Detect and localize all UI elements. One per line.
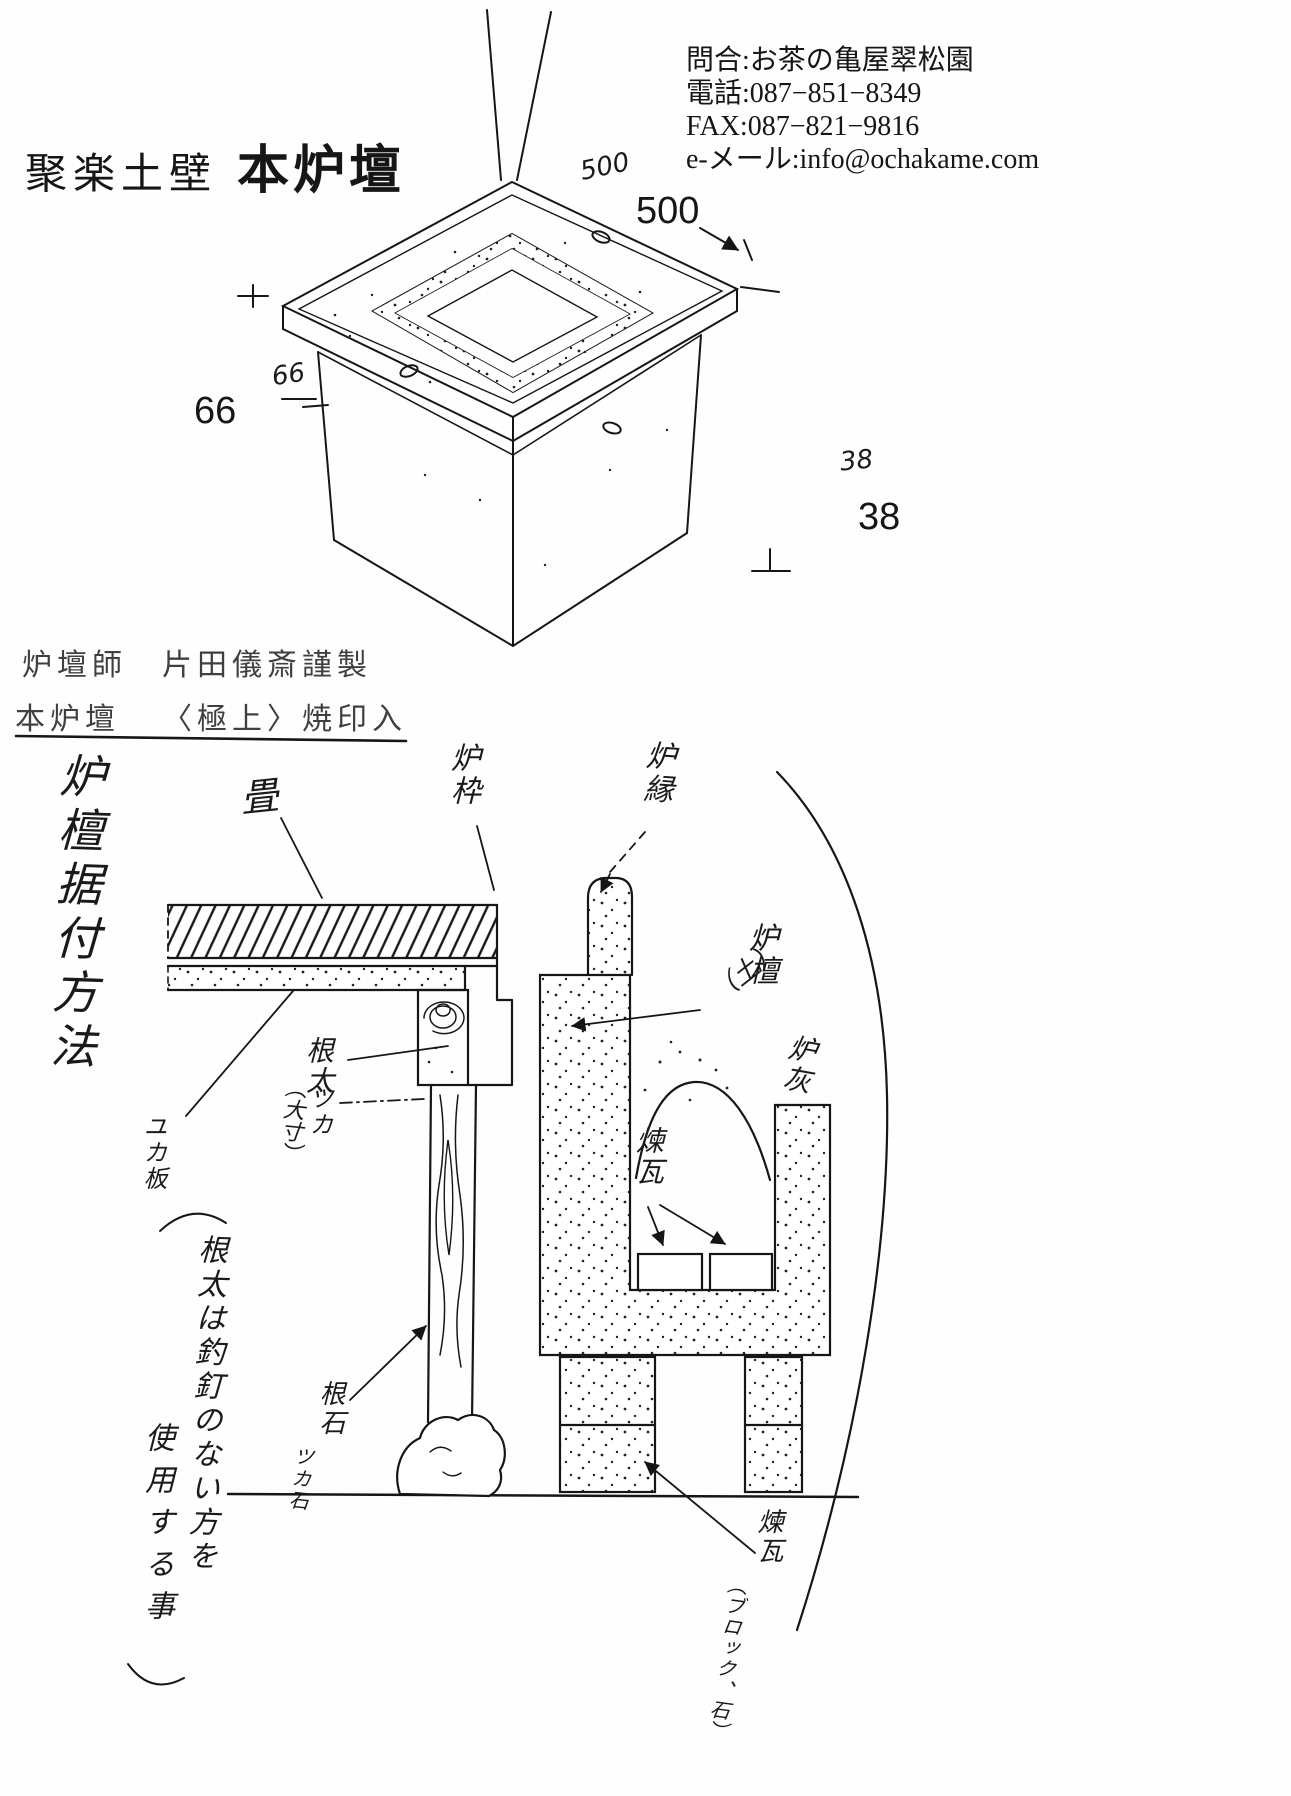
contact-fax: FAX:087−821−9816 (686, 111, 920, 142)
dim-lip-handwritten: 38 (838, 444, 875, 478)
label-ro-dan: 炉檀 (743, 922, 778, 988)
item-note: 〈極上〉焼印入 (162, 703, 407, 736)
contact-block: 問合:お茶の亀屋翠松園 電話:087−851−8349 FAX:087−821−… (686, 44, 1039, 176)
maker-label: 炉壇師 (22, 649, 127, 682)
title-prefix: 聚楽土壁 (25, 152, 218, 198)
label-renga-pit: 煉瓦 (632, 1126, 665, 1188)
dim-rim: 66 (194, 390, 237, 432)
label-tatami: 畳 (238, 773, 281, 821)
label-ro-waku: 炉枠 (445, 742, 480, 808)
isometric-box-drawing (237, 9, 791, 648)
title-main: 本炉壇 (237, 142, 406, 200)
label-neda: 根太 (302, 1036, 335, 1096)
page-title: 聚楽土壁 本炉壇 (25, 128, 405, 203)
dim-top-width: 500 (636, 190, 700, 232)
dim-lip: 38 (858, 496, 901, 538)
label-tsuka: ツカ (305, 1086, 333, 1138)
contact-email: e-メール:info@ochakame.com (686, 144, 1040, 175)
maker-name: 片田儀斎謹製 (162, 649, 372, 682)
label-ro-buchi: 炉縁 (636, 738, 677, 808)
contact-inquiry: 問合:お茶の亀屋翠松園 (686, 45, 974, 76)
contact-tel: 電話:087−851−8349 (686, 78, 922, 109)
dim-rim-handwritten: 66 (270, 357, 308, 393)
label-ne-ishi: 根石 (315, 1380, 345, 1438)
item-label: 本炉壇 (15, 703, 120, 736)
note-line2: 使用する事 (139, 1422, 174, 1632)
cross-section-drawing (14, 734, 889, 1686)
label-yuka-ita: ユカ板 (139, 1114, 167, 1192)
installation-heading: 炉檀据付方法 (42, 751, 108, 1077)
label-renga-base: 煉瓦 (753, 1508, 783, 1566)
